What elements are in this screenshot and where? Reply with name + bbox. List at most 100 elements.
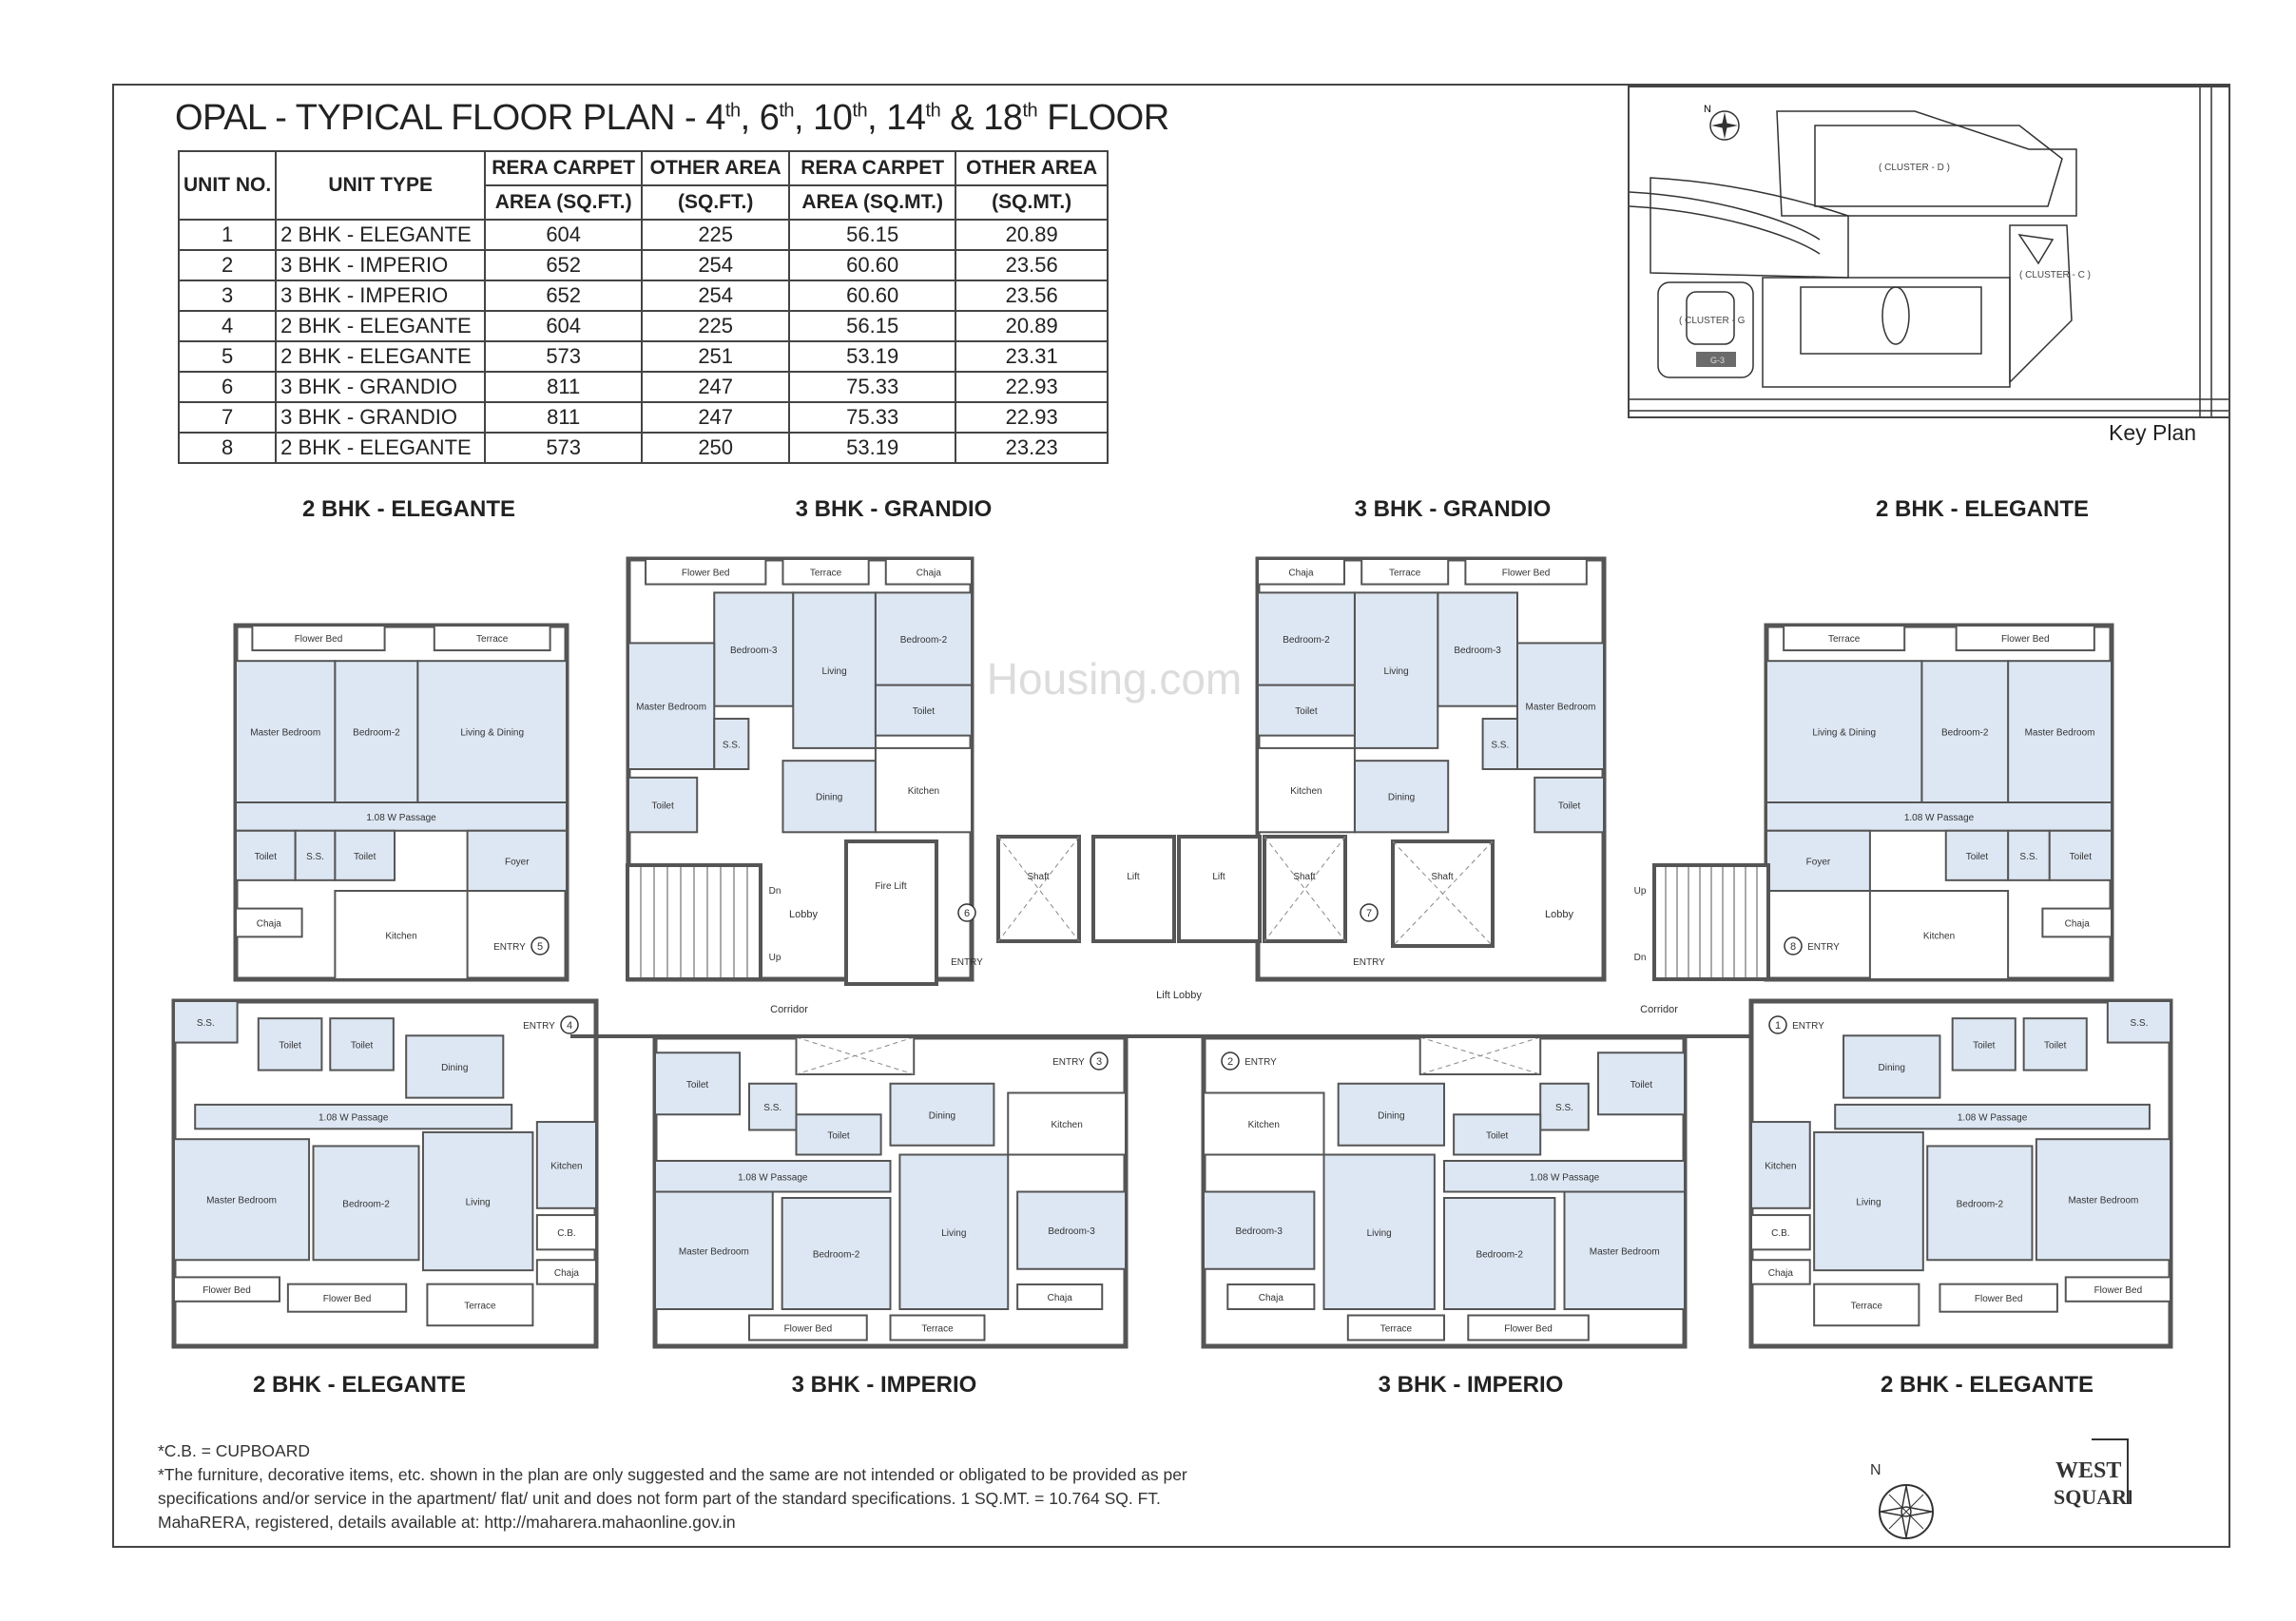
cell-type: 2 BHK - ELEGANTE — [275, 310, 487, 342]
room — [2106, 1000, 2172, 1044]
room — [1516, 642, 1605, 771]
entry-label: ENTRY — [1807, 942, 1840, 953]
room-label-passage: 1.08 W Passage — [738, 1172, 808, 1183]
room-label-toilet: Toilet — [1630, 1080, 1653, 1090]
entry-label: ENTRY — [951, 957, 983, 968]
unit-number: 1 — [1775, 1020, 1781, 1032]
header-rera-sqft: RERA CARPET — [484, 150, 644, 186]
room-label-living: Living — [1367, 1228, 1392, 1239]
room — [286, 1283, 408, 1313]
header-rera-sqmt: RERA CARPET — [788, 150, 957, 186]
cell-rera-mt: 53.19 — [788, 432, 957, 464]
room — [1322, 1153, 1436, 1310]
room-label-flower_bed: Flower Bed — [784, 1324, 833, 1335]
unit-number-badge — [531, 936, 550, 955]
room — [781, 1197, 892, 1310]
entry-label: ENTRY — [1353, 957, 1385, 968]
room — [1765, 660, 1923, 804]
shaft-label: Shaft — [1431, 872, 1454, 882]
room-label-terrace: Terrace — [921, 1324, 954, 1335]
room-label-dining: Dining — [1879, 1063, 1905, 1073]
room-label-flower_bed: Flower Bed — [1975, 1294, 2023, 1304]
svg-text:SQUARE: SQUARE — [2054, 1485, 2132, 1509]
room-label-chaja: Chaja — [257, 918, 282, 929]
cell-rera-mt: 75.33 — [788, 371, 957, 403]
room — [1563, 1190, 1686, 1310]
room-label-toilet: Toilet — [1558, 801, 1581, 812]
room — [1007, 1091, 1127, 1156]
room — [421, 1130, 534, 1272]
room — [194, 1103, 513, 1130]
room — [1016, 1283, 1104, 1310]
lift-label: Lift — [1127, 872, 1140, 882]
room-label-bed2: Bedroom-2 — [353, 728, 400, 739]
stair-direction: Dn — [769, 886, 781, 897]
room-label-living_dining: Living & Dining — [1812, 728, 1876, 739]
room — [1750, 1214, 1811, 1251]
cell-type: 2 BHK - ELEGANTE — [275, 219, 487, 251]
room — [874, 591, 973, 686]
room — [1843, 1034, 1941, 1099]
room-label-bed2: Bedroom-2 — [1941, 728, 1989, 739]
room — [884, 558, 973, 586]
unit-number-badge — [1784, 936, 1803, 955]
room-label-master: Master Bedroom — [636, 703, 706, 713]
north-compass-icon: N — [1870, 1462, 1934, 1539]
room-label-ss: S.S. — [2130, 1018, 2148, 1029]
cell-other-mt: 20.89 — [955, 219, 1109, 251]
room — [2041, 907, 2113, 938]
room-label-terrace: Terrace — [464, 1301, 496, 1311]
note-maharera: MahaRERA, registered, details available … — [158, 1513, 736, 1532]
room-label-toilet: Toilet — [1486, 1130, 1509, 1141]
stair-direction: Up — [769, 953, 781, 963]
cell-other-ft: 250 — [641, 432, 791, 464]
room — [1783, 625, 1906, 652]
room-label-flower_bed: Flower Bed — [1504, 1324, 1553, 1335]
key-plan-label: Key Plan — [2109, 420, 2197, 445]
room-label-terrace: Terrace — [476, 634, 509, 645]
room — [251, 625, 386, 652]
room — [2035, 1138, 2171, 1262]
room — [627, 642, 716, 771]
room-label-chaja: Chaja — [2065, 918, 2091, 929]
cluster-g-label: ( CLUSTER - G — [1679, 316, 1746, 326]
cell-other-mt: 23.23 — [955, 432, 1109, 464]
unit-number: 8 — [1790, 941, 1796, 953]
cell-rera-ft: 652 — [484, 280, 644, 312]
room — [1944, 829, 2010, 881]
room-label-terrace: Terrace — [1851, 1301, 1883, 1311]
room — [2022, 1017, 2088, 1071]
cell-rera-mt: 75.33 — [788, 401, 957, 434]
room-label-ss: S.S. — [197, 1018, 215, 1029]
room-label-flower_bed: Flower Bed — [2001, 634, 2050, 645]
room — [781, 760, 877, 834]
room — [795, 1113, 882, 1156]
room-label-foyer: Foyer — [1806, 857, 1831, 867]
room-label-bed2: Bedroom-2 — [1283, 635, 1330, 646]
room-label-bed2: Bedroom-2 — [813, 1250, 860, 1261]
cell-other-mt: 20.89 — [955, 310, 1109, 342]
cell-type: 2 BHK - ELEGANTE — [275, 432, 487, 464]
stair-direction: Up — [1634, 886, 1647, 897]
room-label-chaja: Chaja — [554, 1268, 580, 1279]
room-label-bed2: Bedroom-2 — [1476, 1250, 1523, 1261]
unit-number-badge — [1768, 1015, 1787, 1034]
unit-heading-top: 3 BHK - GRANDIO — [1354, 496, 1552, 522]
notes: *C.B. = CUPBOARD *The furniture, decorat… — [158, 1439, 1187, 1534]
svg-text:N: N — [1704, 104, 1711, 115]
unit-number: 4 — [567, 1020, 572, 1032]
west-square-logo: WEST SQUARE — [2054, 1438, 2132, 1509]
room-label-master: Master Bedroom — [250, 728, 320, 739]
room-label-toilet: Toilet — [351, 1040, 374, 1051]
cell-other-mt: 23.31 — [955, 340, 1109, 373]
room — [466, 829, 569, 893]
room — [1939, 1283, 2058, 1313]
room — [535, 1214, 598, 1251]
cell-no: 3 — [177, 280, 278, 312]
